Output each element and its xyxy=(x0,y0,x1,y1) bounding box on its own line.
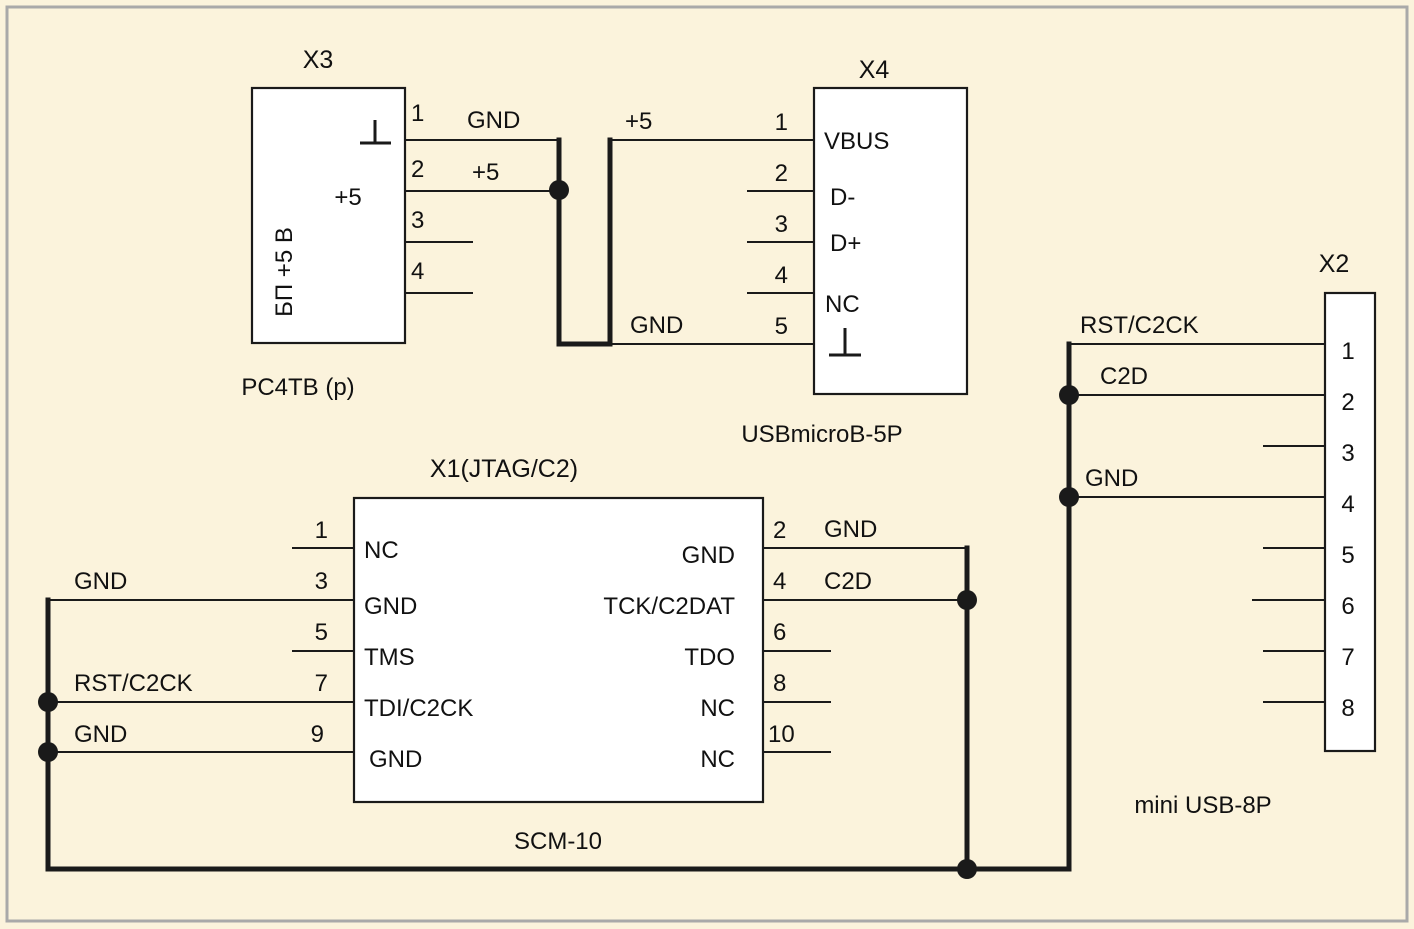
junction-dot xyxy=(549,180,569,200)
x2-pin-number: 5 xyxy=(1341,542,1354,569)
x1-pin-name: NC xyxy=(364,537,399,564)
x1-pin-name: TDI/C2CK xyxy=(364,695,473,722)
x4-pin-name: D+ xyxy=(830,230,861,257)
x3-side-label: БП +5 В xyxy=(271,227,298,317)
x1-pin-number: 2 xyxy=(773,517,786,544)
x3-inner-label: +5 xyxy=(334,184,361,211)
junction-dot xyxy=(38,692,58,712)
x3-pin-number: 2 xyxy=(411,156,424,183)
x2-rst-net-label: RST/C2CK xyxy=(1080,312,1199,339)
x1-right-c2d-net-label: C2D xyxy=(824,568,872,595)
x1-right-gnd-net-label: GND xyxy=(824,516,877,543)
x1-left-gnd9-net-label: GND xyxy=(74,721,127,748)
x3-pin-number: 1 xyxy=(411,100,424,127)
x2-pin-number: 3 xyxy=(1341,440,1354,467)
junction-dot xyxy=(957,859,977,879)
x3-pin-number: 4 xyxy=(411,258,424,285)
x1-part-label: SCM-10 xyxy=(514,828,602,855)
x4-body xyxy=(812,86,969,396)
x3-body xyxy=(250,86,407,345)
junction-dot xyxy=(1059,487,1079,507)
x2-pin-number: 6 xyxy=(1341,593,1354,620)
x1-left-rst-net-label: RST/C2CK xyxy=(74,670,193,697)
x2-pin-number: 1 xyxy=(1341,338,1354,365)
power-bus-u xyxy=(556,137,613,347)
x2-pin-number: 4 xyxy=(1341,491,1354,518)
junction-dot xyxy=(1059,385,1079,405)
x1-pin-number: 10 xyxy=(768,721,795,748)
x1-body xyxy=(352,496,765,804)
x1-pin-name: TCK/C2DAT xyxy=(603,593,735,620)
x2-part-label: mini USB-8P xyxy=(1134,792,1271,819)
x2-pin-number: 7 xyxy=(1341,644,1354,671)
x4-gnd-net-label: GND xyxy=(630,312,683,339)
x1-pin-name: GND xyxy=(682,542,735,569)
x1-ref-label: X1(JTAG/C2) xyxy=(430,455,578,483)
x2-pin-number: 2 xyxy=(1341,389,1354,416)
x3-p5-net-label: +5 xyxy=(472,159,499,186)
x3-gnd-net-label: GND xyxy=(467,107,520,134)
connector-x2: X2 mini USB-8P 1 2 3 4 5 6 7 8 RST/C2CK … xyxy=(1069,250,1377,819)
x1-pin-number: 1 xyxy=(315,517,328,544)
junction-dot xyxy=(957,590,977,610)
x4-pin-number: 4 xyxy=(775,262,788,289)
x2-pin-number: 8 xyxy=(1341,695,1354,722)
x2-ref-label: X2 xyxy=(1319,250,1350,278)
x1-pin-number: 9 xyxy=(311,721,324,748)
connector-x1: X1(JTAG/C2) SCM-10 1 3 5 7 9 NC GND TMS … xyxy=(48,455,967,855)
x1-pin-number: 3 xyxy=(315,568,328,595)
left-bus xyxy=(45,341,1072,872)
x3-pin-number: 3 xyxy=(411,207,424,234)
x1-pin-number: 5 xyxy=(315,619,328,646)
x2-body xyxy=(1323,291,1377,753)
x4-pin-number: 2 xyxy=(775,160,788,187)
connector-x4: X4 USBmicroB-5P 1 2 3 4 5 VBUS D- D+ NC … xyxy=(610,56,969,448)
x4-pin-number: 5 xyxy=(775,313,788,340)
x2-gnd-net-label: GND xyxy=(1085,465,1138,492)
x1-pin-name: GND xyxy=(369,746,422,773)
connector-x3: X3 PC4TB (p) +5 БП +5 В 1 2 3 4 GND +5 xyxy=(241,46,559,401)
x1-pin-number: 8 xyxy=(773,670,786,697)
x4-part-label: USBmicroB-5P xyxy=(741,421,902,448)
x4-pin-name: NC xyxy=(825,291,860,318)
x1-pin-name: GND xyxy=(364,593,417,620)
x1-pin-number: 4 xyxy=(773,568,786,595)
diagram-frame xyxy=(5,5,1409,923)
x3-ref-label: X3 xyxy=(303,46,334,74)
x4-p5-net-label: +5 xyxy=(625,108,652,135)
x4-pin-number: 3 xyxy=(775,211,788,238)
x1-pin-number: 7 xyxy=(315,670,328,697)
junction-dot xyxy=(38,742,58,762)
x1-pin-name: TMS xyxy=(364,644,415,671)
x1-pin-name: NC xyxy=(700,695,735,722)
x4-pin-name: D- xyxy=(830,184,855,211)
x4-pin-name: VBUS xyxy=(824,128,889,155)
x1-pin-number: 6 xyxy=(773,619,786,646)
x4-pin-number: 1 xyxy=(775,109,788,136)
x1-pin-name: NC xyxy=(700,746,735,773)
x2-c2d-net-label: C2D xyxy=(1100,363,1148,390)
ground-icon xyxy=(829,328,861,357)
x1-left-gnd-net-label: GND xyxy=(74,568,127,595)
x3-part-label: PC4TB (p) xyxy=(241,374,354,401)
x4-ref-label: X4 xyxy=(859,56,890,84)
ground-icon xyxy=(360,120,391,145)
x1-pin-name: TDO xyxy=(684,644,735,671)
